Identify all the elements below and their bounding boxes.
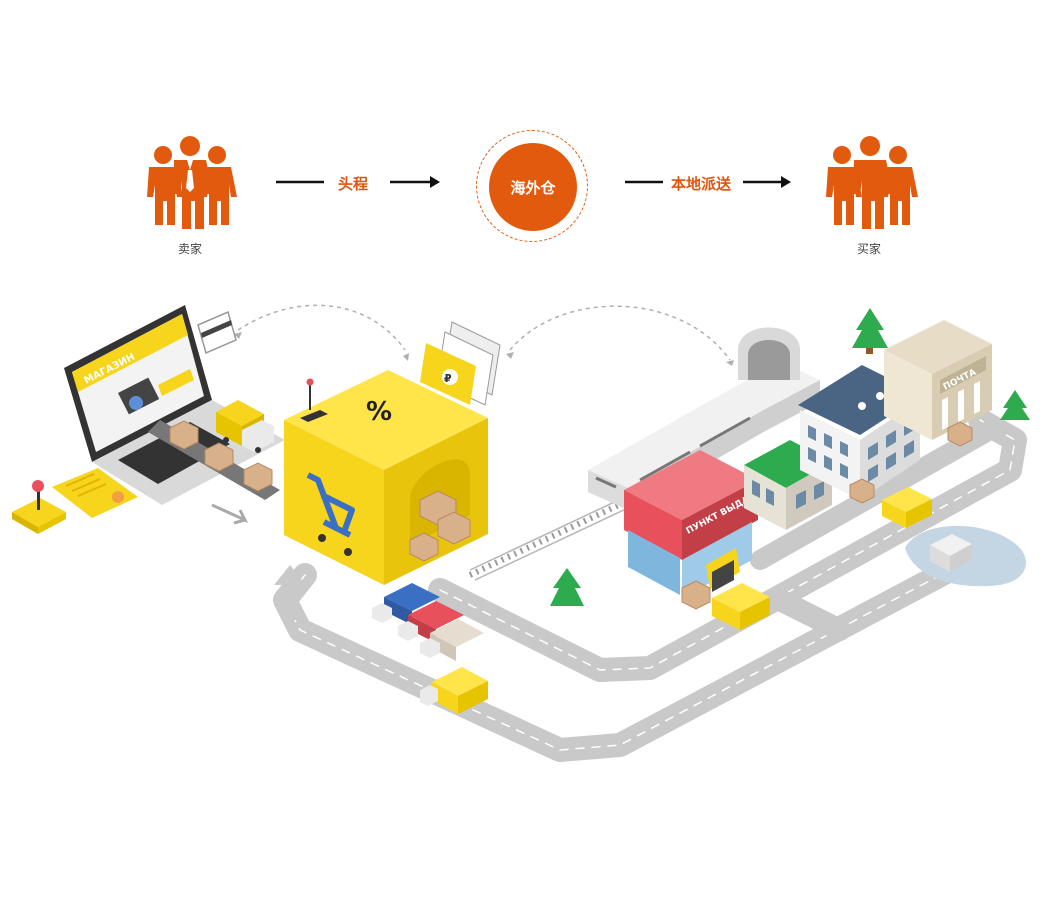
post-office-building: ПОЧТА (884, 320, 992, 440)
first-leg-label: 头程 (338, 175, 369, 193)
payment-card-left (197, 310, 237, 355)
payment-cards: ₽ (420, 321, 501, 406)
box-percent-symbol: % (366, 397, 392, 427)
buyer-label: 买家 (857, 242, 882, 256)
trucks-exit (372, 583, 484, 661)
conveyor-arrow (211, 503, 249, 525)
first-leg-arrow (276, 176, 440, 188)
document (52, 468, 138, 518)
warehouse-box: % (284, 370, 488, 585)
trees (550, 308, 1030, 606)
conveyor (148, 420, 280, 500)
seller-people-icon (147, 136, 237, 229)
blue-roof-building (798, 365, 922, 500)
truck-laptop (216, 400, 274, 453)
isometric-illustration: МАГАЗИН (12, 304, 1030, 762)
joystick (12, 480, 66, 534)
last-mile-arrow (625, 176, 791, 188)
card-ruble-symbol: ₽ (444, 372, 452, 385)
warehouse-node: 海外仓 (489, 143, 577, 231)
railway (468, 489, 646, 581)
puddle-truck (905, 525, 1027, 587)
last-mile-label: 本地派送 (671, 175, 732, 193)
truck-lower-road (420, 667, 488, 714)
buyer-people-icon (826, 136, 918, 229)
info-flow-curves (237, 304, 731, 361)
seller-label: 卖家 (178, 242, 203, 256)
tunnel (738, 327, 800, 380)
warehouse-ring (476, 130, 588, 242)
delivery-trucks (712, 487, 932, 630)
entry-arrow (274, 565, 306, 620)
